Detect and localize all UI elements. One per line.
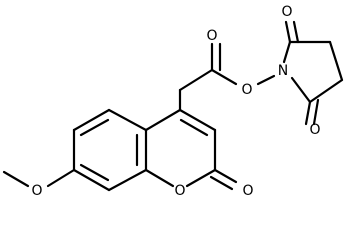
bond-c4-c3 <box>178 108 217 132</box>
bond-c5-c6-inner <box>79 118 110 137</box>
atom-o-ring: O <box>174 183 185 199</box>
bond-c-bottom-n <box>290 76 312 104</box>
bond-c-bottom-o-b <box>312 98 320 126</box>
bond-ch2-c-bottom <box>308 78 344 104</box>
bond-c7-o-methoxy <box>46 168 76 188</box>
bond-ch2-c-ester <box>178 68 214 92</box>
bonds <box>2 20 344 192</box>
atom-labels: O O N O O O O O <box>31 4 320 199</box>
bond-c-ester-o-link <box>210 68 238 86</box>
bond-c4a-c4 <box>144 108 182 132</box>
chemical-structure-diagram: O O N O O O O O <box>2 4 344 199</box>
bond-o1-c8a <box>144 168 175 188</box>
bond-c-top-o-b <box>292 20 300 44</box>
bond-c4-c3-inner <box>179 118 209 137</box>
atom-o-ester-carbonyl: O <box>206 28 217 44</box>
bond-o-methoxy-ch3 <box>2 170 30 188</box>
bond-c8-c8a <box>107 168 148 192</box>
atom-o-methoxy: O <box>31 183 42 199</box>
bond-c4a-c5 <box>107 108 148 132</box>
bond-ch2-ch2 <box>328 40 344 82</box>
bond-c-top-o-a <box>284 20 292 44</box>
bond-o-link-n <box>256 74 276 86</box>
atom-o-ester-link: O <box>241 82 252 98</box>
bond-c2-o-lactone-a <box>213 168 238 184</box>
bond-n-c-top <box>282 40 292 64</box>
bond-c7-c8 <box>72 168 111 192</box>
bond-c5-c6 <box>72 108 111 132</box>
bond-c7-c8-inner <box>79 163 110 182</box>
atom-o-imide-bottom: O <box>309 122 320 138</box>
atom-o-imide-top: O <box>281 4 292 20</box>
atom-o-lactone-carbonyl: O <box>242 183 253 199</box>
bond-c-bottom-o-a <box>304 100 312 126</box>
atom-n-imide: N <box>278 63 288 79</box>
bond-c2-o1 <box>185 168 217 188</box>
bond-c2-o-lactone-b <box>209 175 234 191</box>
